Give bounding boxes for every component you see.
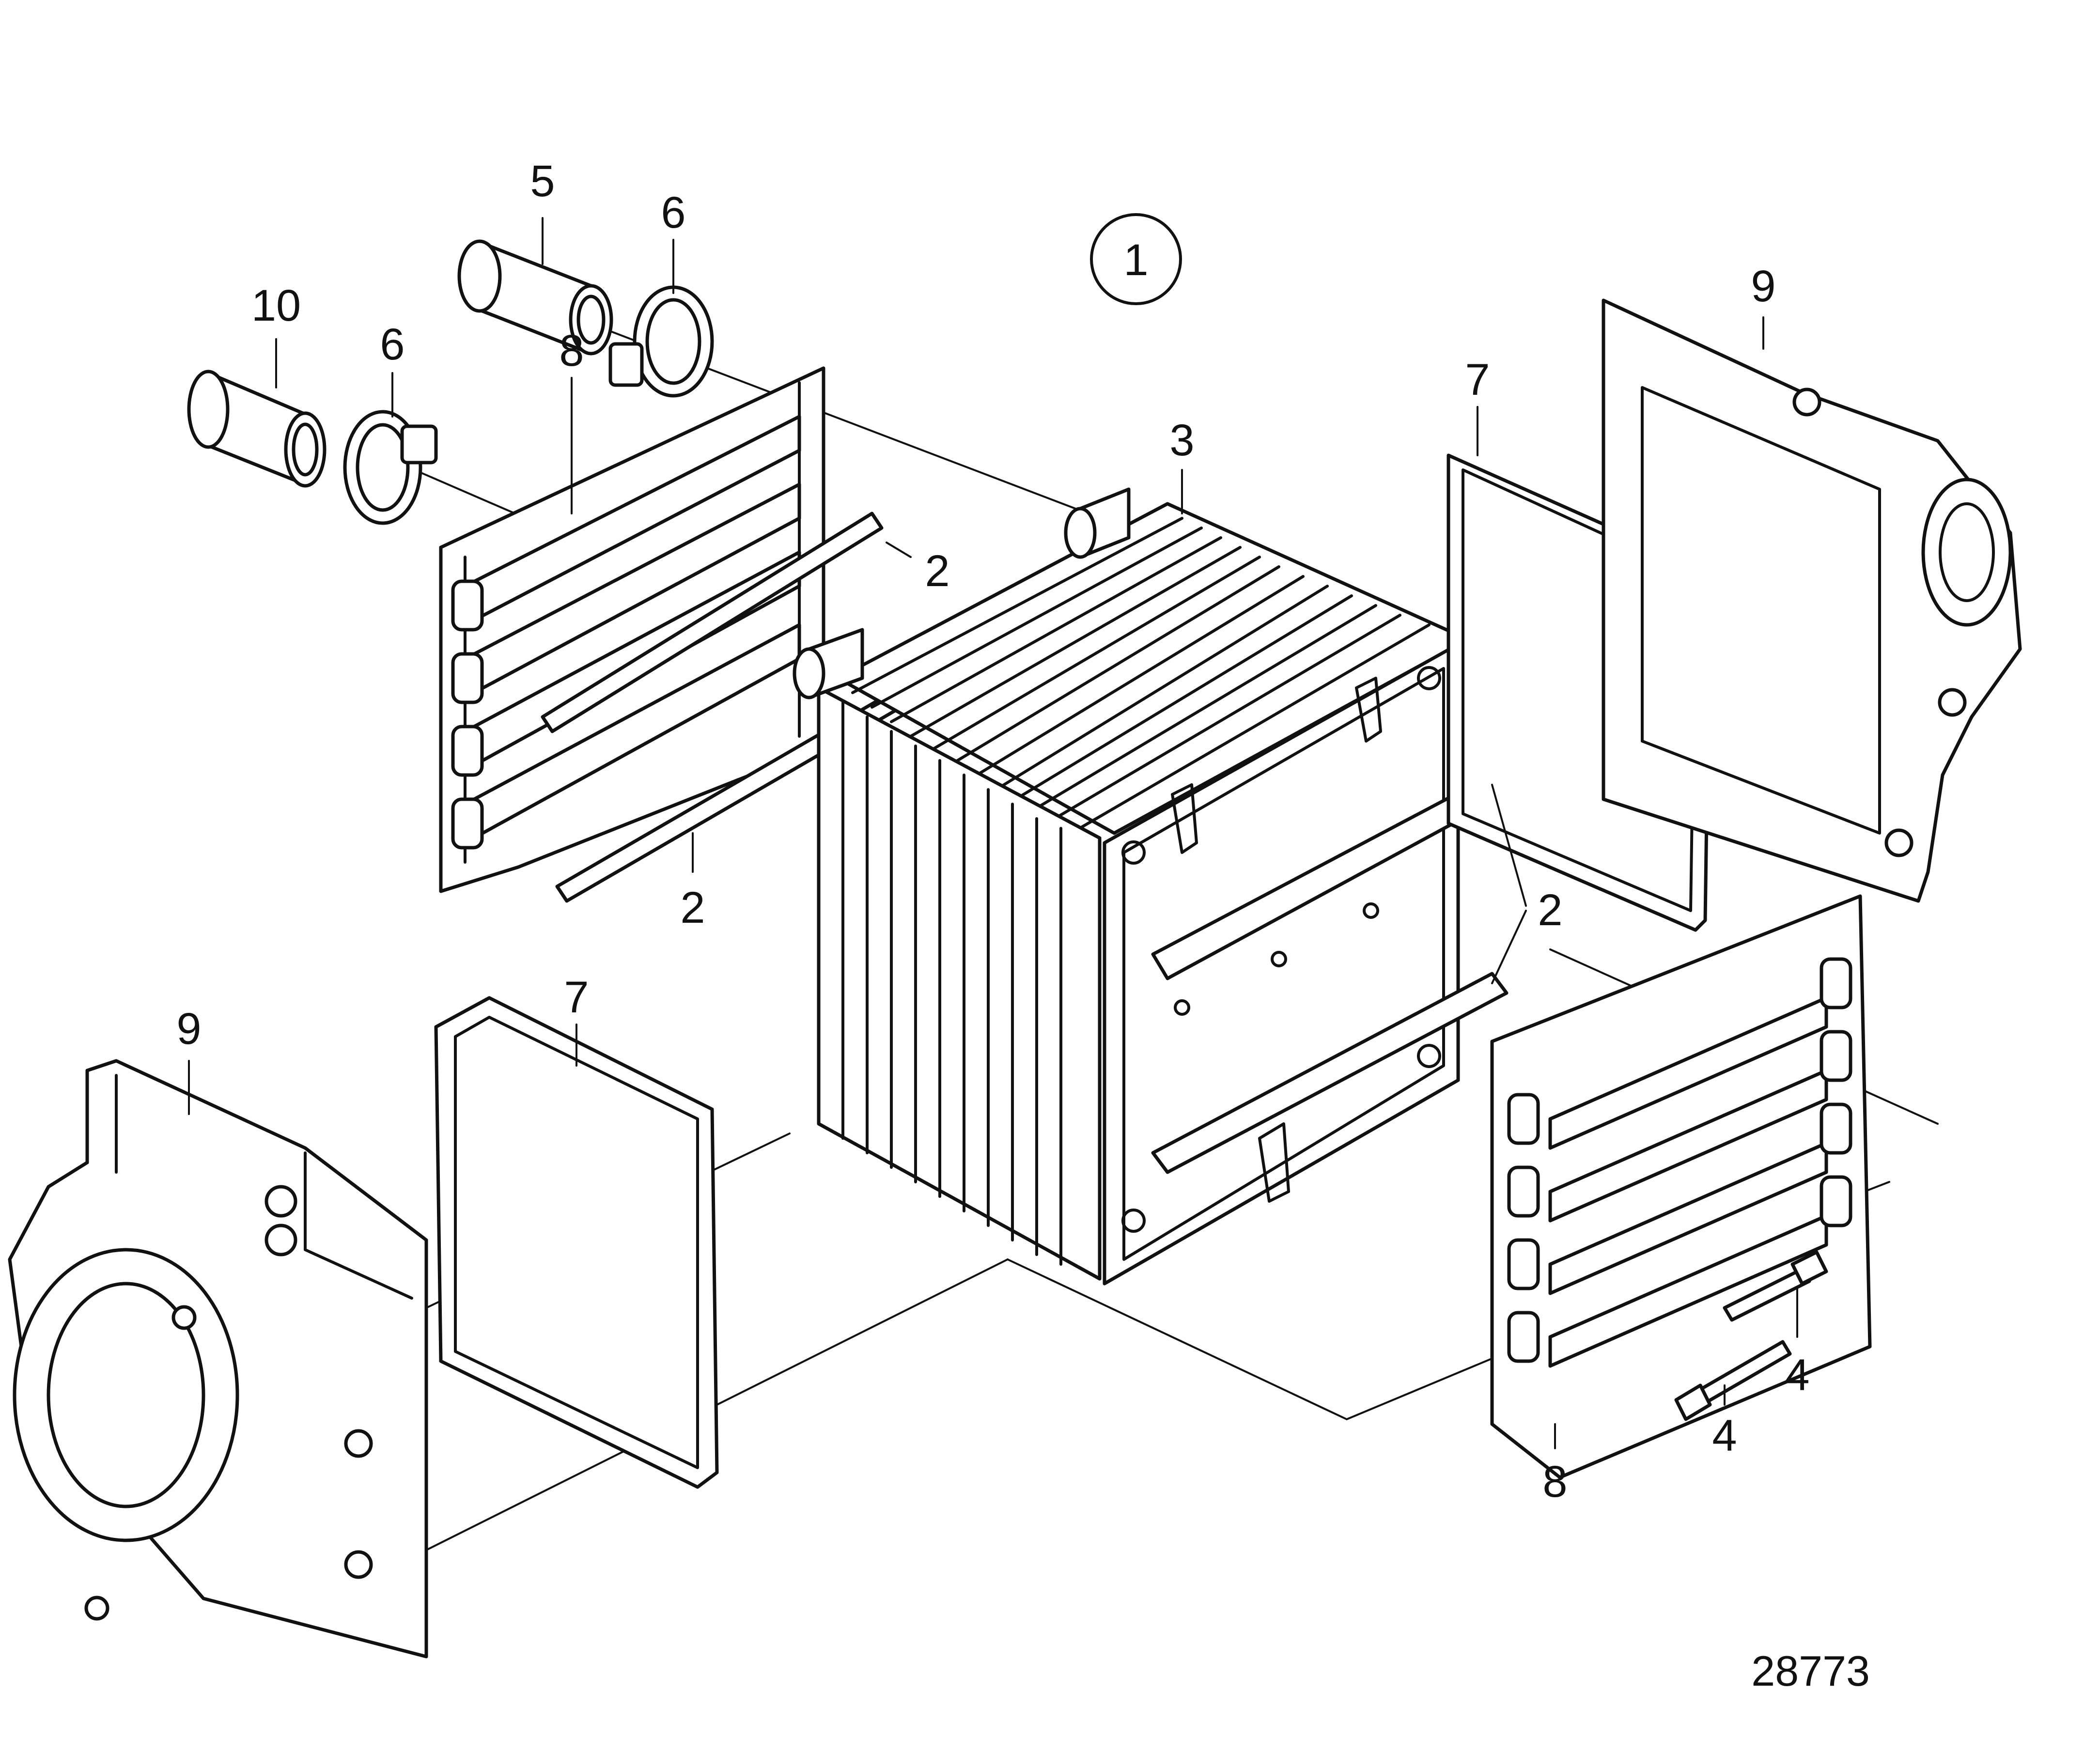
callout-7-lower: 7: [564, 973, 589, 1022]
heat-exchanger-core-part-3: [793, 487, 1470, 1286]
group-label: 1: [1123, 235, 1148, 285]
gasket-part-7b: [434, 996, 719, 1489]
hose-clamp-part-6a: [343, 410, 438, 525]
bolts-part-4: [1674, 1250, 1828, 1421]
callout-4-right: 4: [1785, 1350, 1809, 1400]
end-cover-part-9b: [8, 1059, 428, 1659]
hose-part-10: [187, 370, 327, 488]
callout-2-lower-left: 2: [680, 883, 705, 932]
callout-5: 5: [530, 156, 555, 206]
figure-number: 28773: [1751, 1647, 1870, 1695]
callout-labels: 10 6 5 6 8 2 2 3 7 9 2 7 9 4 4 8: [176, 156, 1809, 1506]
callout-6-upper: 6: [661, 188, 685, 237]
callout-10: 10: [251, 281, 301, 330]
callout-9-lower: 9: [176, 1004, 201, 1054]
callout-6-left: 6: [380, 320, 404, 369]
end-cover-part-9a: [1602, 298, 2022, 903]
hose-clamp-part-6b: [608, 285, 714, 398]
callout-4-lower: 4: [1712, 1411, 1737, 1460]
callout-8-upper: 8: [559, 326, 584, 375]
callout-7-upper: 7: [1465, 355, 1490, 404]
callout-8-lower: 8: [1542, 1457, 1567, 1506]
group-label-marker: 1: [1090, 213, 1182, 305]
tie-rods-part-2-front: [1151, 773, 1509, 1174]
callout-2-right: 2: [1538, 885, 1562, 935]
callout-3: 3: [1169, 416, 1194, 465]
callout-leader-2-right: [1491, 784, 1527, 984]
end-plate-part-8a: [439, 366, 825, 893]
end-plate-part-8b: [1490, 894, 1872, 1479]
callout-2-upper: 2: [925, 546, 949, 596]
callout-9-upper: 9: [1751, 262, 1775, 311]
hose-part-5: [457, 239, 613, 356]
